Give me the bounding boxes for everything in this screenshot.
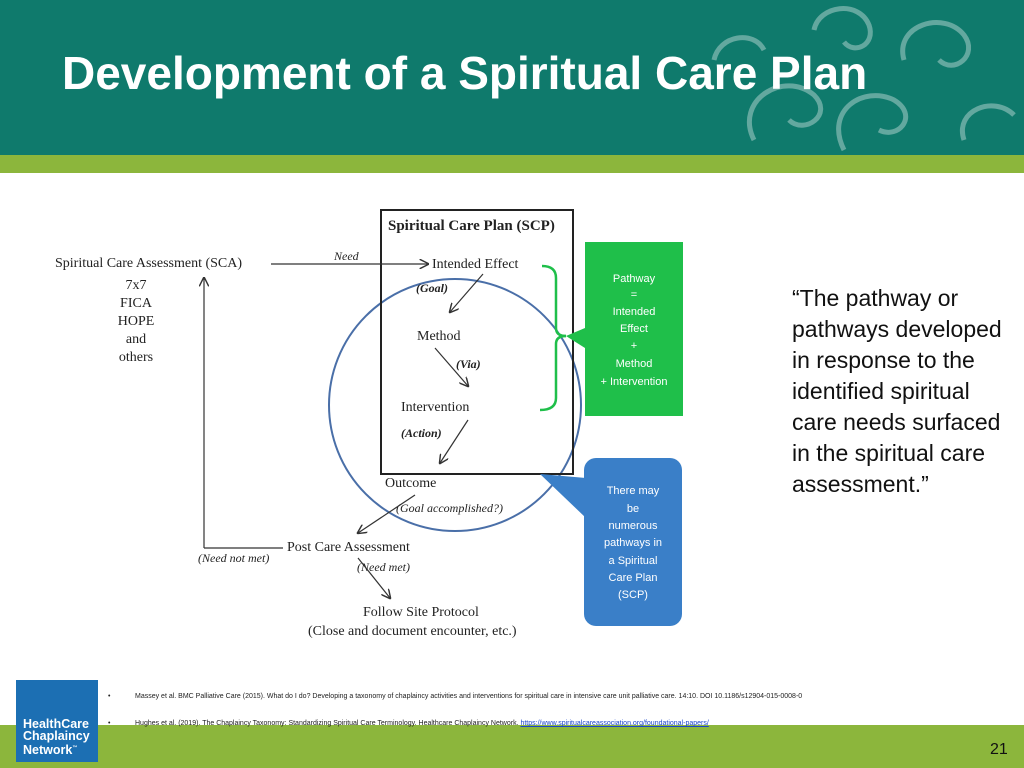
numerous-callout-text: Care Plan [609, 572, 658, 584]
numerous-callout [584, 458, 682, 626]
post-care-assessment: Post Care Assessment [287, 540, 410, 555]
flow-arrow [450, 273, 484, 312]
page-number: 21 [990, 741, 1008, 758]
reference-link[interactable]: https://www.spiritualcareassociation.org… [520, 720, 709, 727]
goal-label: (Goal) [416, 281, 448, 295]
numerous-callout-text: be [627, 503, 639, 515]
numerous-callout-text: a Spiritual [609, 555, 658, 567]
sca-tool: 7x7 [126, 278, 147, 293]
scp-circle [328, 278, 582, 532]
bullet: • [108, 720, 111, 727]
need-not-met-label: (Need not met) [198, 551, 269, 565]
intended-effect: Intended Effect [432, 257, 519, 272]
references: • Massey et al. BMC Palliative Care (201… [108, 692, 988, 746]
pathway-callout-pointer [566, 328, 585, 348]
header-band: Development of a Spiritual Care Plan [0, 0, 1024, 155]
sca-label: Spiritual Care Assessment (SCA) [55, 256, 242, 271]
numerous-callout-text: pathways in [604, 537, 662, 549]
sca-tool: others [119, 350, 153, 365]
pathway-callout-text: + [631, 340, 637, 352]
intervention: Intervention [401, 400, 469, 415]
pathway-callout-text: Intended [613, 306, 656, 318]
decorative-swirls [711, 6, 1016, 152]
care-plan-diagram: Spiritual Care Plan (SCP) Spiritual Care… [55, 209, 683, 639]
reference-text: Hughes et al. (2019). The Chaplaincy Tax… [135, 720, 521, 727]
numerous-callout-pointer [540, 474, 586, 518]
reference-text: Massey et al. BMC Palliative Care (2015)… [135, 693, 803, 700]
pathway-bracket [539, 334, 567, 412]
logo-text: HealthCare [23, 717, 89, 731]
flow-arrow [440, 419, 469, 463]
method: Method [417, 329, 461, 344]
bullet: • [108, 693, 111, 700]
pathway-bracket [541, 264, 567, 338]
sca-tool: FICA [120, 296, 153, 311]
numerous-callout-text: numerous [609, 520, 658, 532]
pathway-quote: “The pathway or pathways developed in re… [792, 285, 1002, 497]
footer-band [0, 725, 1024, 768]
logo-tm: ™ [72, 745, 78, 751]
reference-item: • Massey et al. BMC Palliative Care (201… [108, 692, 988, 701]
pathway-callout-text: Effect [620, 323, 648, 335]
need-met-label: (Need met) [357, 560, 410, 574]
sca-tool: HOPE [118, 314, 155, 329]
flow-arrow [434, 347, 468, 386]
hcn-logo: HealthCare Chaplaincy Network™ [16, 680, 98, 762]
pathway-callout-text: = [631, 289, 637, 301]
logo-text: Network [23, 743, 73, 758]
sca-tool: and [126, 332, 146, 347]
scp-title: Spiritual Care Plan (SCP) [388, 218, 555, 234]
outcome: Outcome [385, 476, 436, 491]
numerous-callout-text: (SCP) [618, 589, 648, 601]
pathway-callout-text: Method [616, 358, 653, 370]
scp-box [380, 209, 574, 475]
close-document-label: (Close and document encounter, etc.) [308, 624, 517, 639]
action-label: (Action) [401, 426, 442, 440]
pathway-callout [585, 242, 683, 416]
flow-arrow [357, 557, 390, 598]
pathway-callout-text: + Intervention [601, 376, 668, 388]
follow-site-protocol: Follow Site Protocol [363, 605, 479, 620]
pathway-callout-text: Pathway [613, 273, 656, 285]
logo-text-line: Network™ [16, 742, 98, 758]
numerous-callout-text: There may [607, 485, 660, 497]
goal-accomplished-label: (Goal accomplished?) [396, 501, 503, 515]
flow-arrow [358, 494, 416, 533]
via-label: (Via) [456, 357, 481, 371]
logo-text: Chaplaincy [23, 729, 90, 743]
reference-item: • Hughes et al. (2019). The Chaplaincy T… [108, 719, 988, 728]
need-label: Need [333, 249, 360, 263]
accent-band [0, 155, 1024, 173]
slide-title: Development of a Spiritual Care Plan [62, 47, 868, 99]
